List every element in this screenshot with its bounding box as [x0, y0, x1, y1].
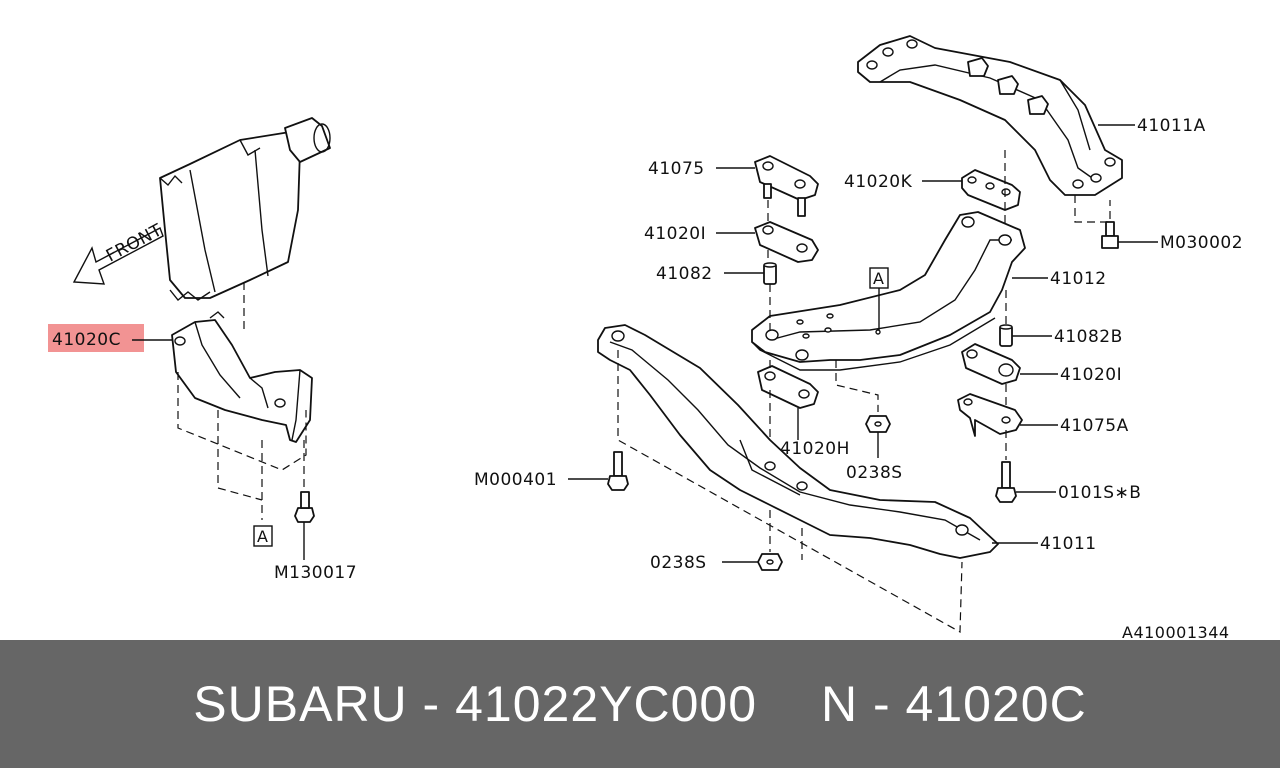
pad-41020K	[961, 169, 1021, 211]
pad-41020H	[757, 365, 819, 409]
bolt-M130017	[294, 491, 315, 560]
footer-banner: SUBARU - 41022YC000 N - 41020C	[0, 640, 1280, 768]
spacer-41082	[763, 262, 777, 285]
label-M000401: M000401	[474, 470, 557, 490]
bracket-41020C	[171, 311, 313, 443]
spacer-41082B	[999, 324, 1013, 347]
bolt-M000401	[607, 451, 629, 491]
label-0238S-mid: 0238S	[846, 463, 903, 483]
nut-0238S-bottom	[757, 553, 783, 571]
label-41012: 41012	[1050, 269, 1107, 289]
nut-0238S-mid	[865, 415, 891, 458]
highlight-41020C	[48, 324, 144, 352]
label-41011: 41011	[1040, 534, 1097, 554]
label-41020I-top: 41020I	[644, 224, 706, 244]
label-41020H: 41020H	[780, 439, 850, 459]
plate-41075A	[957, 393, 1023, 437]
label-0101SB: 0101S∗B	[1058, 483, 1141, 503]
transmission-housing	[159, 117, 331, 301]
label-41082: 41082	[656, 264, 713, 284]
label-41011A: 41011A	[1137, 116, 1206, 136]
label-41020K: 41020K	[844, 172, 913, 192]
parts-diagram: FRONT A 41020C M130017	[48, 35, 1243, 640]
ref-marker-a-left: A	[253, 525, 273, 547]
label-41020C: 41020C	[52, 330, 121, 350]
crossmember-41011	[597, 324, 999, 559]
front-label: FRONT	[103, 220, 166, 266]
label-41082B: 41082B	[1054, 327, 1123, 347]
stud-plate-41075	[754, 155, 819, 217]
pad-41020I-right	[961, 343, 1021, 385]
label-41075A: 41075A	[1060, 416, 1129, 436]
front-arrow-icon	[72, 227, 164, 285]
label-M130017: M130017	[274, 563, 357, 583]
label-41020I-right: 41020I	[1060, 365, 1122, 385]
footer-part-number: SUBARU - 41022YC000	[193, 676, 758, 732]
label-0238S-bottom: 0238S	[650, 553, 707, 573]
crossmember-41011A	[857, 35, 1123, 196]
label-M030002: M030002	[1160, 233, 1243, 253]
bolt-0101SB	[995, 461, 1017, 503]
bolt-M030002	[1101, 221, 1158, 249]
label-41075: 41075	[648, 159, 705, 179]
crossmember-41012	[751, 211, 1026, 371]
footer-diagram-ref: N - 41020C	[821, 676, 1087, 732]
drawing-number: A410001344	[1122, 623, 1230, 640]
pad-41020I-top	[754, 221, 819, 263]
ref-marker-a-right: A	[869, 267, 889, 330]
svg-text:A: A	[257, 527, 268, 546]
svg-text:A: A	[873, 269, 884, 288]
